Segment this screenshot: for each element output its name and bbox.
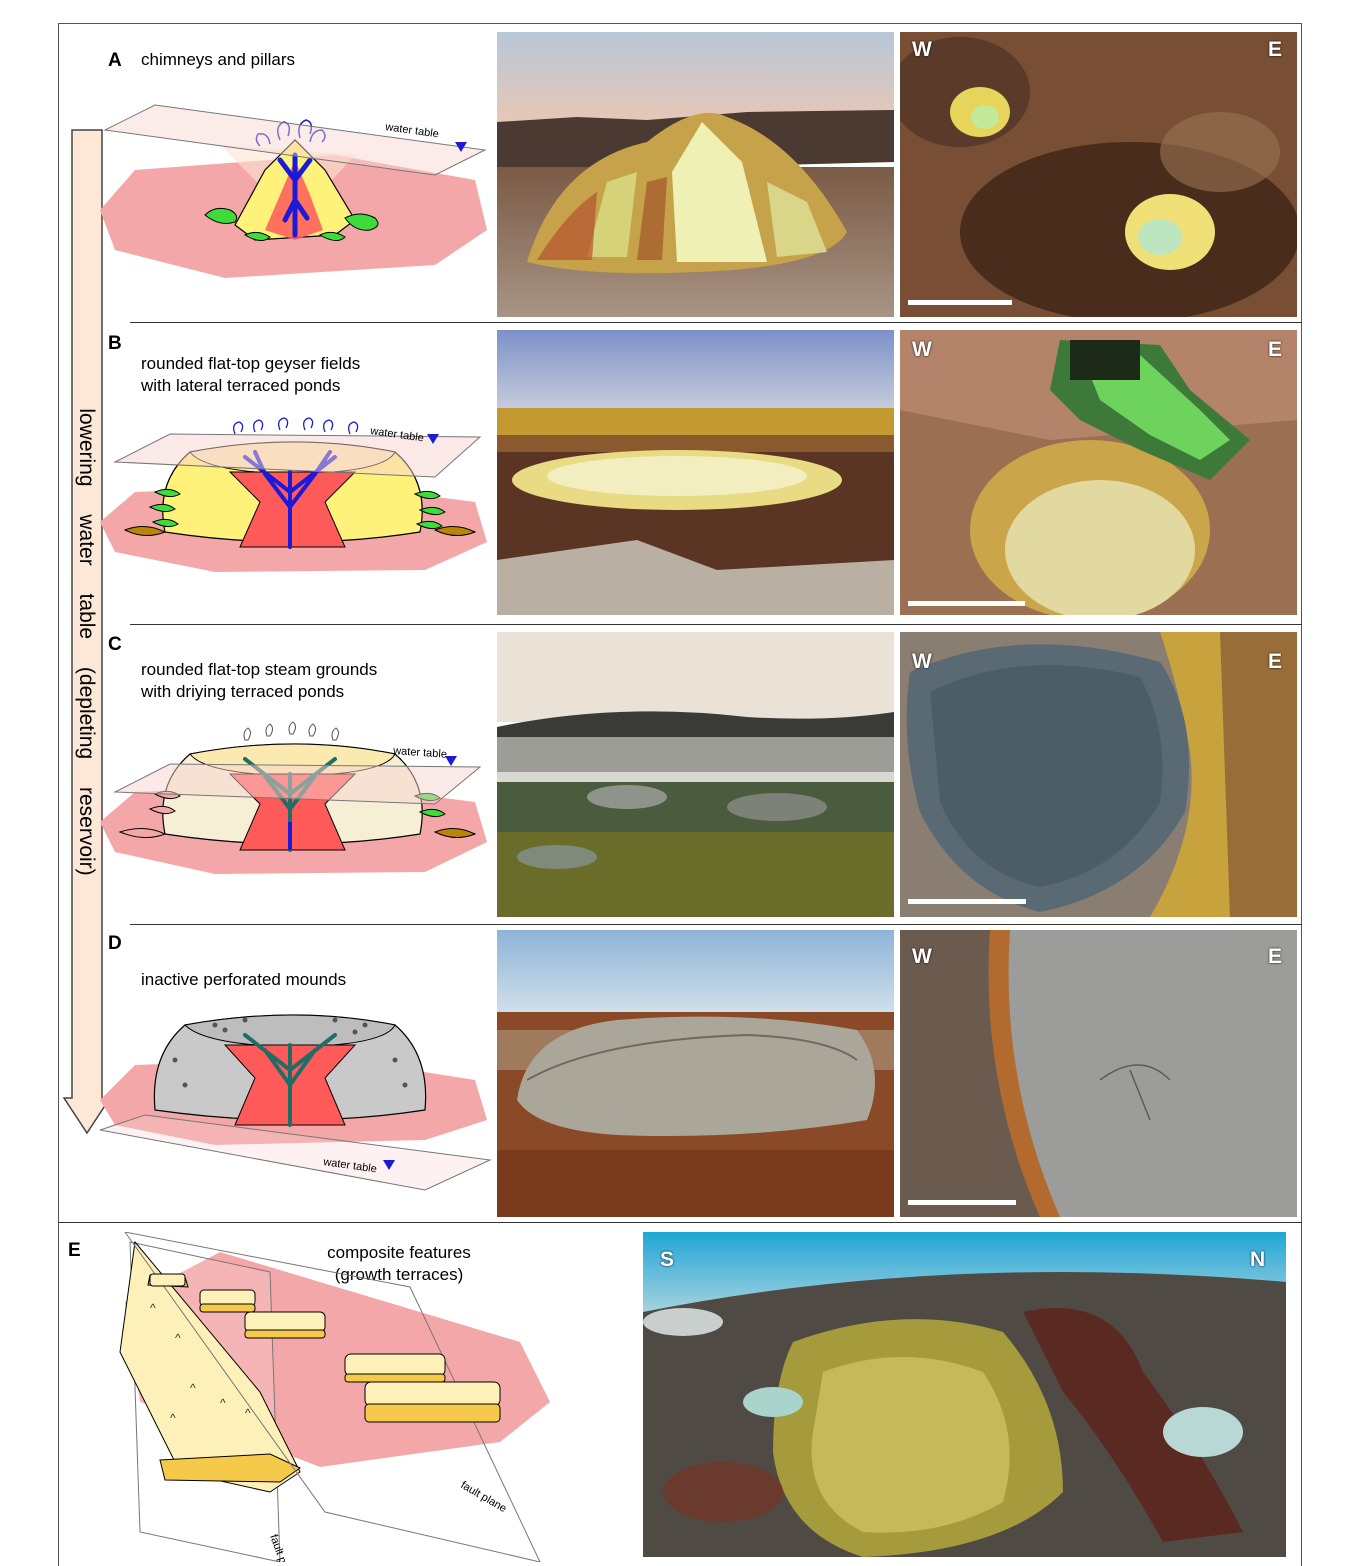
panel-d-aerial-photo — [900, 930, 1297, 1217]
panel-b-title-line2: with lateral terraced ponds — [141, 376, 341, 395]
panel-b-diagram: water table — [100, 417, 487, 572]
svg-text:^: ^ — [150, 1301, 156, 1315]
panel-c-east-label: E — [1268, 650, 1283, 673]
panel-e-fault-plane-2: fault plane — [459, 1479, 509, 1515]
panel-c-title-line1: rounded flat-top steam grounds — [141, 660, 378, 679]
panel-c-title-line2: with driying terraced ponds — [141, 682, 345, 701]
panel-a-title: chimneys and pillars — [141, 50, 296, 69]
panel-a-field-photo — [497, 32, 894, 317]
svg-text:^: ^ — [245, 1406, 251, 1420]
panel-b-title-line1: rounded flat-top geyser fields — [141, 354, 361, 373]
panel-a-scale-bar — [908, 300, 1012, 305]
panel-d-east-label: E — [1268, 945, 1283, 968]
panel-c-west-label: W — [912, 650, 932, 673]
svg-text:^: ^ — [175, 1331, 181, 1345]
panel-d-title: inactive perforated mounds — [141, 970, 347, 989]
panel-a-diagram: water table — [100, 104, 487, 278]
svg-text:^: ^ — [190, 1381, 196, 1395]
panel-c-water-table: water table — [392, 745, 448, 761]
panel-b-scale-bar — [908, 601, 1025, 606]
panel-d-letter: D — [108, 933, 122, 954]
separator-bc — [130, 624, 1302, 625]
figure-frame — [58, 23, 1302, 1566]
svg-text:^: ^ — [170, 1411, 176, 1425]
panel-c-letter: C — [108, 634, 122, 655]
panel-e-south-label: S — [660, 1248, 675, 1271]
panel-a-east-label: E — [1268, 38, 1283, 61]
panel-b-letter: B — [108, 333, 122, 354]
panel-c-diagram: water table — [100, 721, 487, 874]
panel-c-scale-bar — [908, 899, 1026, 904]
panel-c-field-photo — [497, 632, 894, 917]
panel-d-field-photo — [497, 930, 894, 1217]
panel-a-letter: A — [108, 50, 122, 71]
panel-e-title-line2: (growth terraces) — [334, 1265, 464, 1284]
panel-e-title-line1: composite features — [327, 1243, 471, 1262]
panel-c-aerial-photo — [900, 632, 1297, 917]
panel-b-west-label: W — [912, 338, 932, 361]
panel-e-aerial-photo — [643, 1232, 1286, 1557]
lowering-arrow-icon — [62, 129, 112, 1135]
panel-d-scale-bar — [908, 1200, 1016, 1205]
panel-e-letter: E — [68, 1240, 81, 1261]
panel-a-west-label: W — [912, 38, 932, 61]
separator-de — [58, 1222, 1302, 1223]
panel-b-field-photo — [497, 330, 894, 615]
panel-b-aerial-photo — [900, 330, 1297, 615]
separator-cd — [130, 924, 1302, 925]
separator-ab — [130, 322, 1302, 323]
panel-e-diagram: ^^^^^^ fault plane fault plane — [119, 1232, 550, 1562]
panel-e-north-label: N — [1250, 1248, 1266, 1271]
panel-b-east-label: E — [1268, 338, 1283, 361]
svg-text:^: ^ — [220, 1396, 226, 1410]
panel-d-west-label: W — [912, 945, 932, 968]
panel-a-aerial-photo — [900, 32, 1297, 317]
panel-d-diagram: water table — [99, 1014, 492, 1191]
